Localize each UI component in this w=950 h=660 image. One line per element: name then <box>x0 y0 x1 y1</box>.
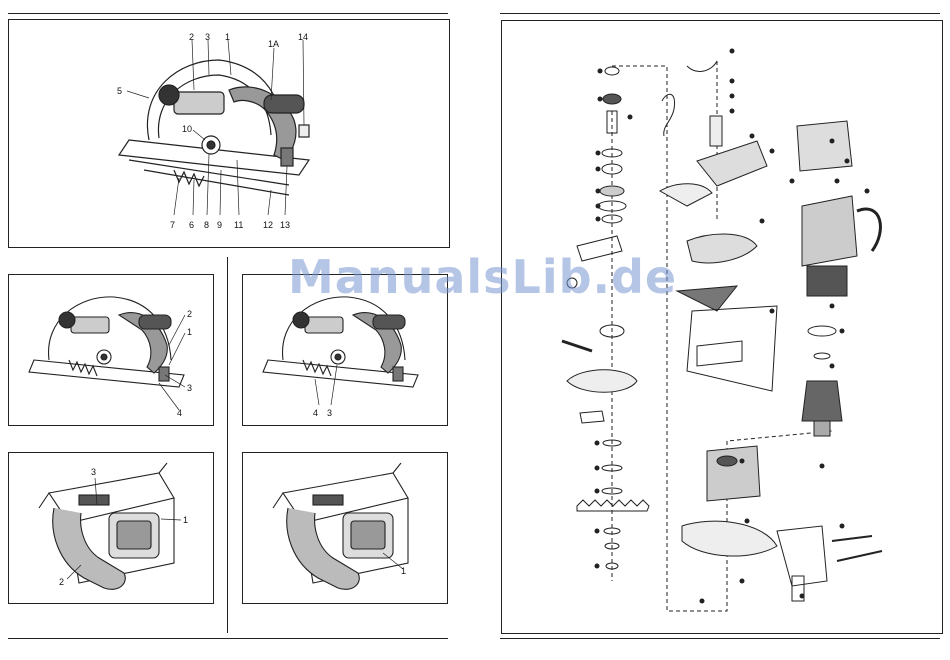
callout-1: 1 <box>183 515 188 525</box>
top-rule-left <box>8 13 448 14</box>
exploded-view-illustration <box>502 21 942 633</box>
callout-3: 3 <box>187 383 192 393</box>
exploded-parts-diagram <box>501 20 943 634</box>
callout-6: 6 <box>189 220 194 230</box>
callout-3: 3 <box>205 32 210 42</box>
callout-7: 7 <box>170 220 175 230</box>
callout-13: 13 <box>280 220 290 230</box>
callout-1: 1 <box>401 566 406 576</box>
callout-3: 3 <box>327 408 332 418</box>
callout-9: 9 <box>217 220 222 230</box>
callout-10: 10 <box>182 124 192 134</box>
saw-figure-rear-view-b: 1 <box>242 452 448 604</box>
callout-1: 1 <box>187 327 192 337</box>
circular-saw-side-illustration <box>9 275 213 425</box>
saw-figure-depth-adjust: 2 1 3 4 <box>8 274 214 426</box>
bottom-rule-left <box>8 638 448 639</box>
circular-saw-rear-illustration <box>9 453 213 603</box>
callout-4: 4 <box>177 408 182 418</box>
callout-2: 2 <box>59 577 64 587</box>
circular-saw-rear-illustration-b <box>243 453 447 603</box>
saw-figure-rear-view: 3 1 2 <box>8 452 214 604</box>
callout-1a: 1A <box>268 39 279 49</box>
callout-2: 2 <box>189 32 194 42</box>
watermark: ManualsLib.de <box>288 250 677 304</box>
callout-11: 11 <box>234 220 243 230</box>
callout-3: 3 <box>91 467 96 477</box>
saw-overview-figure: 2 3 1 1A 14 5 10 7 6 8 9 11 12 13 <box>8 19 450 248</box>
callout-1: 1 <box>225 32 230 42</box>
bottom-rule-right <box>500 638 940 639</box>
callout-14: 14 <box>298 32 308 42</box>
circular-saw-illustration <box>9 20 449 247</box>
callout-12: 12 <box>263 220 273 230</box>
callout-8: 8 <box>204 220 209 230</box>
callout-4: 4 <box>313 408 318 418</box>
callout-5: 5 <box>117 86 122 96</box>
callout-2: 2 <box>187 309 192 319</box>
figure-column-separator <box>227 257 228 633</box>
top-rule-right <box>500 13 940 14</box>
